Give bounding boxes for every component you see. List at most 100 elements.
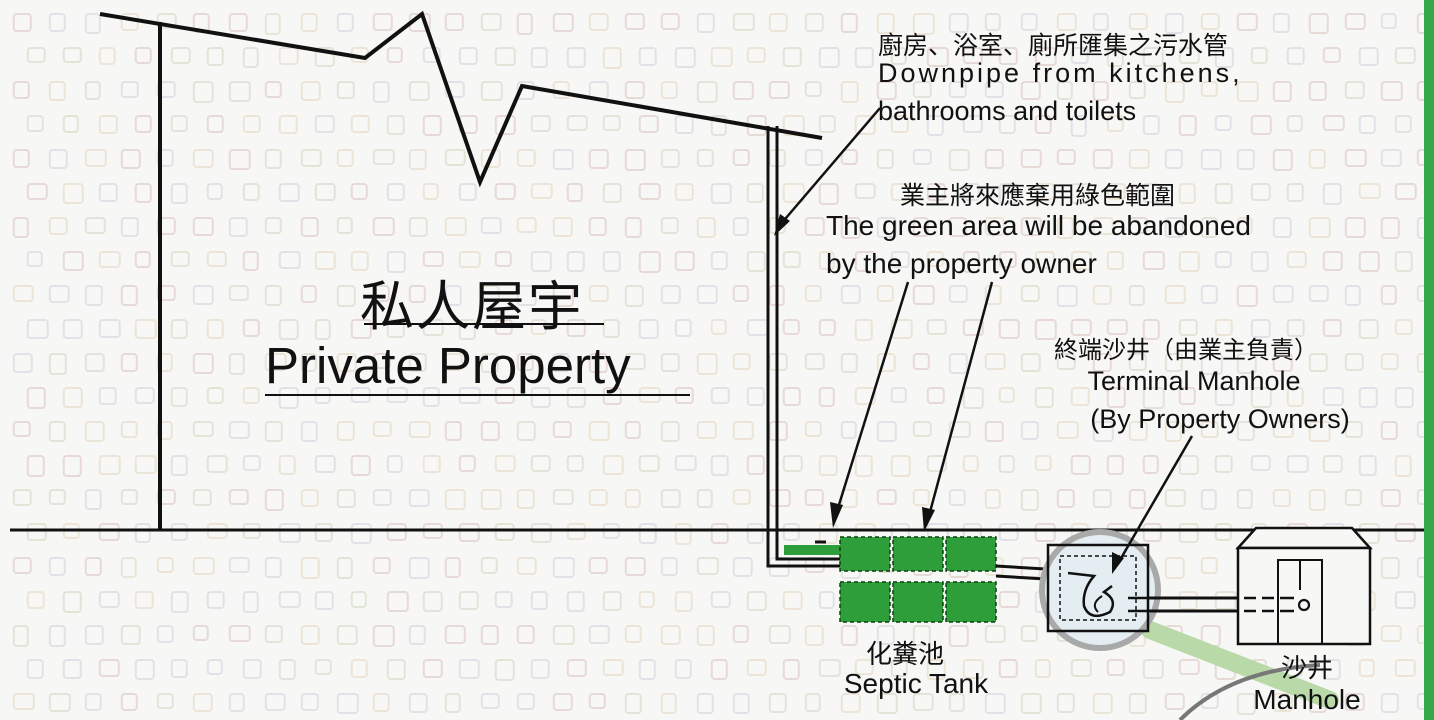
background-glyph (170, 319, 188, 339)
background-glyph (134, 591, 154, 609)
background-glyph (408, 693, 428, 713)
background-glyph (818, 251, 835, 270)
background-glyph (264, 13, 281, 35)
background-glyph (516, 557, 537, 575)
background-glyph (264, 693, 286, 711)
background-glyph (962, 183, 980, 201)
background-glyph (156, 13, 177, 29)
background-glyph (336, 421, 355, 441)
background-glyph (552, 13, 574, 32)
downpipe-label-en-1: Downpipe from kitchens, (878, 58, 1243, 88)
background-glyph (350, 251, 369, 271)
background-glyph (732, 557, 753, 577)
background-glyph (768, 625, 791, 644)
background-glyph (1380, 625, 1402, 642)
background-glyph (638, 523, 657, 544)
background-glyph (156, 353, 173, 372)
background-glyph (696, 149, 714, 167)
background-glyph (1128, 81, 1146, 99)
background-glyph (1056, 149, 1076, 165)
background-glyph (1020, 285, 1040, 302)
background-glyph (602, 47, 622, 69)
background-glyph (336, 81, 355, 99)
background-glyph (782, 659, 800, 680)
green-pipe-segment (784, 545, 840, 555)
background-glyph (1034, 659, 1051, 678)
background-glyph (854, 115, 876, 135)
background-glyph (624, 149, 646, 171)
background-glyph (746, 251, 766, 272)
background-glyph (264, 149, 282, 169)
background-glyph (1200, 489, 1217, 510)
background-glyph (948, 625, 969, 647)
background-glyph (710, 455, 729, 476)
background-glyph (156, 421, 173, 440)
background-glyph (206, 455, 228, 473)
background-glyph (372, 693, 390, 712)
background-glyph (962, 455, 979, 472)
background-glyph (854, 659, 874, 675)
background-glyph (278, 591, 301, 608)
background-glyph (1142, 387, 1165, 409)
background-glyph (624, 489, 641, 508)
inlet-dashes (815, 540, 826, 568)
background-glyph (300, 81, 321, 101)
background-glyph (458, 183, 477, 201)
background-glyph (350, 115, 370, 133)
background-glyph (444, 13, 464, 31)
background-glyph (1142, 455, 1159, 474)
background-glyph (62, 659, 82, 679)
background-glyph (1128, 149, 1150, 169)
background-glyph (912, 13, 935, 35)
background-glyph (408, 353, 427, 372)
background-glyph (1322, 455, 1343, 473)
background-glyph (552, 353, 570, 372)
roof-line (99, 10, 823, 188)
background-glyph (1394, 455, 1412, 477)
background-glyph (1286, 47, 1305, 65)
background-glyph (1178, 319, 1198, 336)
background-glyph (26, 523, 47, 541)
background-glyph (552, 557, 575, 578)
background-glyph (1272, 693, 1293, 712)
background-glyph (746, 183, 764, 203)
background-glyph (854, 251, 876, 272)
background-glyph (192, 489, 212, 506)
background-glyph (494, 659, 515, 681)
background-glyph (1272, 217, 1292, 238)
background-glyph (408, 489, 430, 507)
background-glyph (242, 659, 262, 679)
background-glyph (314, 523, 333, 542)
background-glyph (1070, 659, 1092, 677)
background-glyph (1128, 421, 1148, 441)
background-glyph (588, 489, 608, 506)
background-glyph (998, 319, 1020, 339)
background-glyph (1322, 115, 1345, 131)
background-glyph (444, 421, 462, 441)
background-glyph (120, 285, 138, 306)
terminal-manhole-label-en-2: (By Property Owners) (1090, 404, 1350, 434)
septic-cell (945, 536, 997, 572)
background-glyph (494, 183, 516, 200)
background-glyph (1092, 489, 1112, 508)
background-glyph (962, 115, 983, 133)
right-frame-strip (1424, 0, 1434, 720)
background-glyph (408, 217, 428, 237)
background-glyph (948, 353, 968, 374)
background-glyph (1236, 489, 1253, 509)
downpipe-label-en-2: bathrooms and toilets (878, 96, 1137, 126)
background-glyph (1200, 421, 1219, 438)
background-glyph (696, 81, 718, 103)
background-glyph (696, 13, 715, 33)
background-glyph (300, 693, 319, 711)
background-glyph (278, 183, 300, 202)
background-glyph (48, 421, 66, 442)
background-glyph (156, 81, 176, 98)
background-glyph (912, 353, 930, 370)
background-glyph (998, 387, 1015, 403)
background-glyph (62, 115, 79, 133)
background-glyph (1344, 217, 1366, 238)
background-glyph (314, 591, 334, 610)
background-glyph (516, 693, 535, 710)
background-glyph (480, 81, 503, 101)
